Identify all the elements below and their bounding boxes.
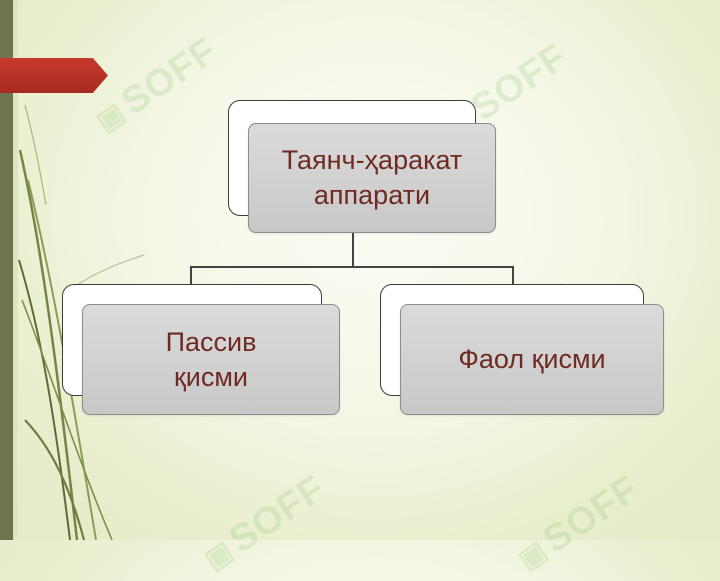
watermark-symbol-icon: ▣ — [90, 96, 130, 137]
watermark-text: SOFF — [222, 467, 333, 562]
watermark-logo: ▣ SOFF — [86, 30, 226, 144]
watermark-symbol-icon: ▣ — [198, 534, 238, 575]
watermark-text: SOFF — [536, 467, 647, 562]
root-node: Таянч-ҳаракат аппарати — [248, 123, 496, 233]
root-node-label: Таянч-ҳаракат аппарати — [281, 145, 463, 210]
red-arrow-banner — [0, 58, 108, 93]
left-accent-stripe — [13, 0, 18, 540]
watermark-text: SOFF — [114, 29, 225, 124]
watermark-symbol-icon: ▣ — [512, 534, 552, 575]
connector-right-branch — [512, 266, 514, 286]
watermark-text: SOFF — [464, 35, 575, 130]
passive-part-label: Пассив қисми — [165, 326, 257, 392]
watermark-logo: ▣ SOFF — [194, 468, 334, 581]
left-accent-bar — [0, 0, 13, 540]
presentation-slide: ▣ SOFF ▣ SOFF ▣ SOFF ▣ SOFF ▣ SOFF ▣ SOF… — [0, 0, 664, 575]
connector-horizontal — [190, 266, 514, 268]
connector-root-vertical — [352, 232, 354, 266]
active-part-label: Фаол қисми — [458, 344, 606, 375]
connector-left-branch — [190, 266, 192, 286]
watermark-logo: ▣ SOFF — [508, 468, 648, 581]
active-part-node: Фаол қисми — [400, 304, 664, 415]
passive-part-node: Пассив қисми — [82, 304, 340, 415]
